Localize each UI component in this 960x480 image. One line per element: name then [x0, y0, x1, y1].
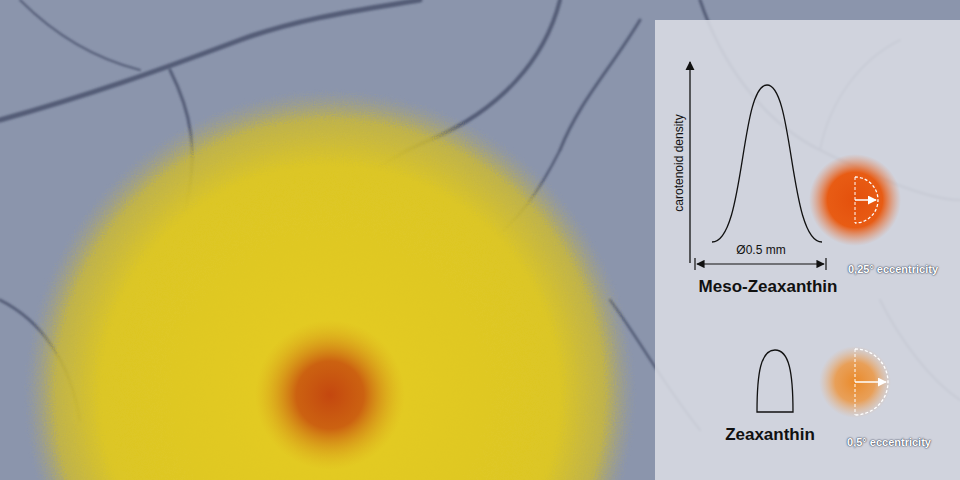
- eccentricity-ring: [855, 177, 878, 223]
- zea-spot: [819, 346, 891, 418]
- meso-curve: [712, 85, 822, 242]
- diameter-arrow: [697, 263, 824, 264]
- radius-arrow: [855, 381, 886, 383]
- eccentricity-ring: [855, 349, 888, 415]
- diameter-tick: [825, 258, 826, 270]
- eccentricity-label: 0,25° eccentricity: [848, 263, 938, 276]
- info-panel: [655, 20, 960, 480]
- pigment-name: Meso-Zeaxanthin: [699, 277, 838, 297]
- radius-arrow: [855, 199, 876, 201]
- pigment-name: Zeaxanthin: [725, 425, 815, 445]
- macula-pigment: [25, 90, 635, 480]
- zea-curve: [757, 350, 793, 412]
- diameter-tick: [694, 258, 695, 270]
- axis-label: carotenoid density: [673, 114, 687, 211]
- eccentricity-label: 0,5° eccentricity: [847, 436, 931, 449]
- macula-center: [255, 320, 405, 470]
- density-axis: [689, 62, 690, 263]
- meso-spot: [809, 154, 901, 246]
- dimension-label: Ø0.5 mm: [736, 244, 785, 258]
